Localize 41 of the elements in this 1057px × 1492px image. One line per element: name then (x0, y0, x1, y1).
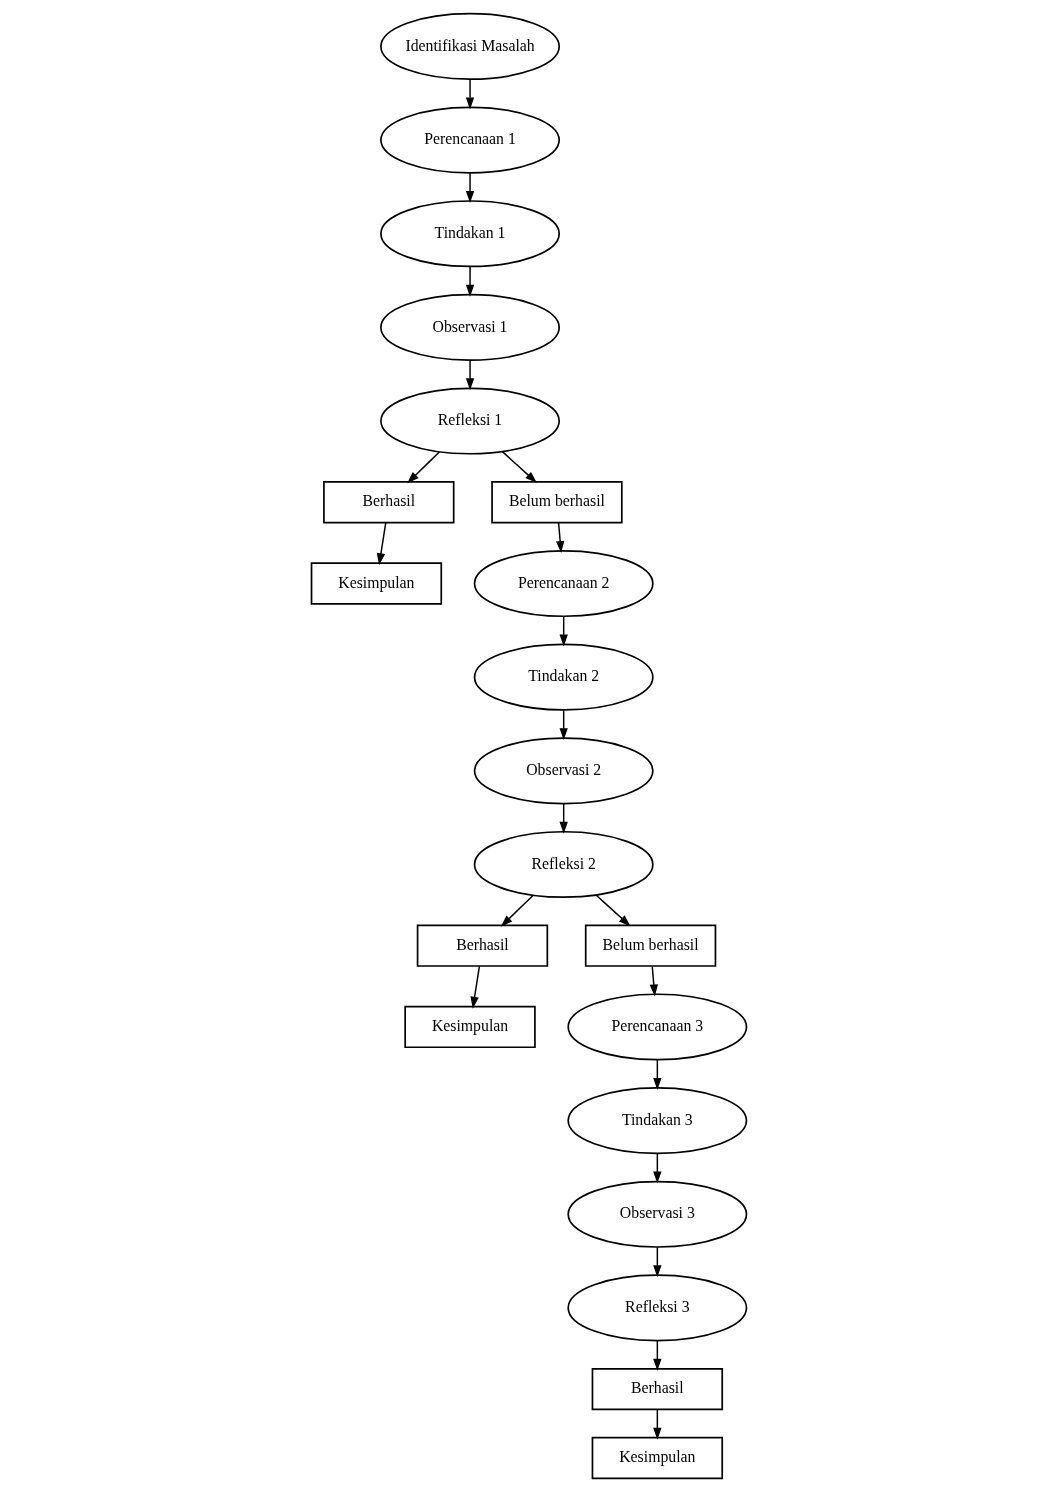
node-box: Berhasil (416, 924, 548, 967)
arrow (501, 450, 537, 484)
arrow (376, 522, 386, 566)
node-ellipse: Tindakan 3 (566, 1087, 747, 1155)
arrow (465, 266, 474, 297)
arrow (406, 451, 440, 484)
arrow (465, 359, 474, 391)
arrow (559, 709, 568, 741)
arrow (555, 522, 564, 553)
node-box: Kesimpulan (310, 562, 442, 605)
node-ellipse: Perencanaan 3 (566, 993, 747, 1061)
node-box: Berhasil (322, 481, 455, 524)
arrow (652, 1152, 662, 1184)
node-box: Belum berhasil (584, 924, 716, 967)
arrow (652, 1246, 662, 1278)
arrow (469, 965, 480, 1009)
node-ellipse: Refleksi 1 (379, 387, 560, 455)
node-ellipse: Tindakan 2 (473, 643, 654, 711)
node-box: Berhasil (591, 1368, 723, 1411)
node-box: Belum berhasil (490, 481, 623, 524)
node-ellipse: Perencanaan 1 (379, 106, 560, 174)
node-ellipse: Refleksi 2 (473, 830, 654, 899)
arrow (652, 1339, 662, 1371)
node-ellipse: Perencanaan 2 (473, 549, 654, 618)
arrow (652, 1408, 662, 1440)
arrow (559, 803, 568, 834)
node-ellipse: Observasi 3 (566, 1180, 747, 1248)
node-ellipse: Observasi 2 (473, 737, 654, 805)
arrow (465, 172, 474, 204)
node-box: Kesimpulan (591, 1436, 723, 1480)
node-ellipse: Refleksi 3 (566, 1274, 747, 1342)
arrow (500, 894, 534, 927)
arrow (594, 894, 631, 927)
arrow (652, 1059, 662, 1090)
node-ellipse: Tindakan 1 (379, 200, 560, 268)
node-box: Kesimpulan (403, 1005, 536, 1049)
node-ellipse: Observasi 1 (379, 293, 560, 361)
arrow (649, 965, 658, 997)
node-ellipse: Identifikasi Masalah (379, 12, 560, 80)
arrow (465, 78, 474, 110)
arrow (559, 615, 568, 647)
